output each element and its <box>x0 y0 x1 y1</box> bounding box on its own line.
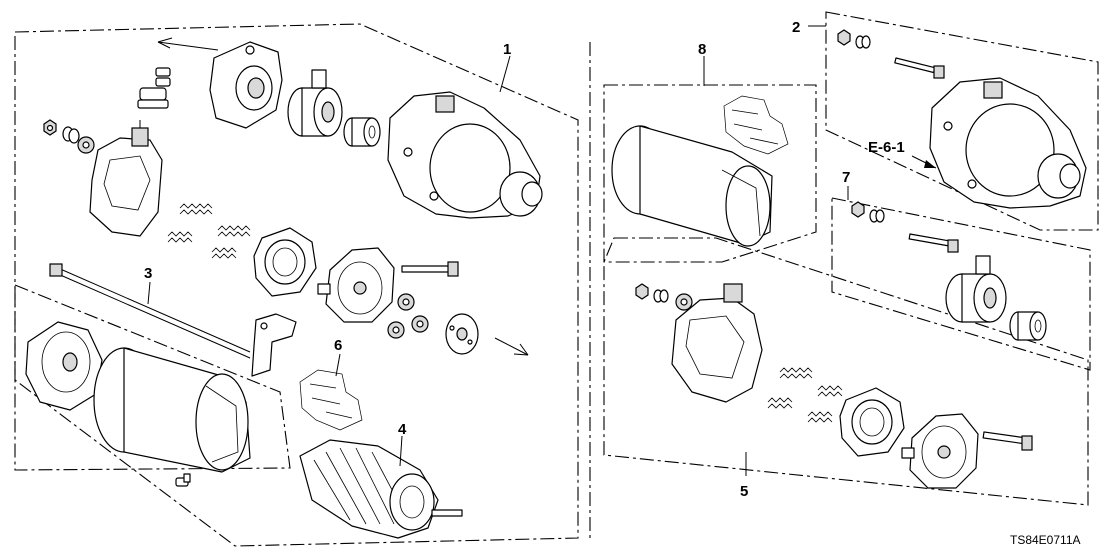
starter-assembly-part <box>929 77 1087 209</box>
callout-7: 7 <box>842 169 850 186</box>
bracket-part <box>251 313 297 377</box>
gear-part <box>77 136 95 154</box>
solenoid-housing-part <box>387 91 543 219</box>
callout-8: 8 <box>698 41 706 58</box>
bolt-part <box>401 261 459 277</box>
nut-part <box>43 119 57 136</box>
pin-part <box>155 67 171 87</box>
callout-4: 4 <box>398 421 407 438</box>
reference-arrow <box>911 155 937 169</box>
brush-plate-part-2 <box>839 387 905 457</box>
callout-5: 5 <box>740 483 748 500</box>
bolt-part-3 <box>908 233 959 253</box>
rear-plate-part-2 <box>901 413 979 489</box>
yoke-part <box>93 347 251 473</box>
armature-part <box>299 439 463 539</box>
rear-plate-part <box>317 247 395 323</box>
brush-holder-part-2 <box>671 283 763 403</box>
nut-part-2 <box>837 29 871 49</box>
through-bolt-part <box>49 263 251 359</box>
leader-line-1 <box>499 55 511 93</box>
callout-6: 6 <box>334 337 342 354</box>
brush-holder-part <box>89 120 163 237</box>
group-7-outline <box>831 197 1091 371</box>
gear-carrier-part <box>445 313 479 355</box>
group-8-outline <box>603 84 817 263</box>
leader-line-3 <box>147 281 151 305</box>
group-5-outline <box>603 237 1089 506</box>
callout-1: 1 <box>503 41 511 58</box>
callout-2: 2 <box>792 19 800 36</box>
leader-line-6 <box>335 353 341 377</box>
plunger-cap-part <box>137 87 169 109</box>
spring-set-part-2 <box>767 367 843 423</box>
brush-plate-part <box>253 227 317 297</box>
drive-clutch-part <box>287 69 343 137</box>
spring-set-part <box>167 203 251 259</box>
nut-part-4 <box>635 283 693 311</box>
direction-arrow-rear <box>494 337 529 356</box>
planetary-gear-part <box>387 293 429 339</box>
group-3-outline <box>14 284 291 471</box>
reference-label: E-6-1 <box>868 139 905 156</box>
part-code: TS84E0711A <box>1010 533 1081 547</box>
pinion-gear-part-2 <box>1009 311 1047 341</box>
leader-line-4 <box>399 435 403 467</box>
front-housing-part <box>209 41 283 129</box>
field-yoke-part <box>611 125 773 247</box>
callout-3: 3 <box>144 265 152 282</box>
washer-part <box>62 126 80 144</box>
pinion-gear-part <box>343 117 381 147</box>
drive-clutch-part-2 <box>945 255 1007 323</box>
brush-set-part <box>299 369 363 431</box>
small-clip-part <box>175 473 191 487</box>
group-2-outline <box>825 11 1099 231</box>
direction-arrow-front <box>157 37 219 51</box>
bolt-part-2 <box>894 57 945 79</box>
nut-part-3 <box>851 201 885 223</box>
bolt-part-4 <box>982 431 1033 451</box>
brush-set-part-2 <box>723 95 789 155</box>
end-cover-part <box>25 321 103 411</box>
